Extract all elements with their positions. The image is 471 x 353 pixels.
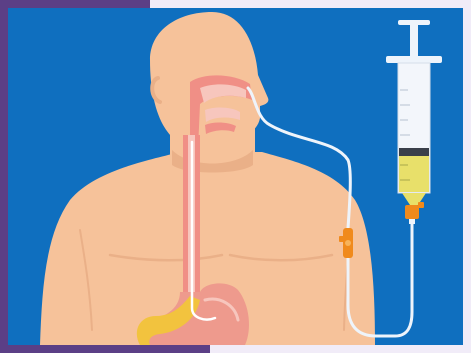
- ng-tube-illustration: [0, 0, 471, 353]
- illustration-frame: [0, 0, 471, 353]
